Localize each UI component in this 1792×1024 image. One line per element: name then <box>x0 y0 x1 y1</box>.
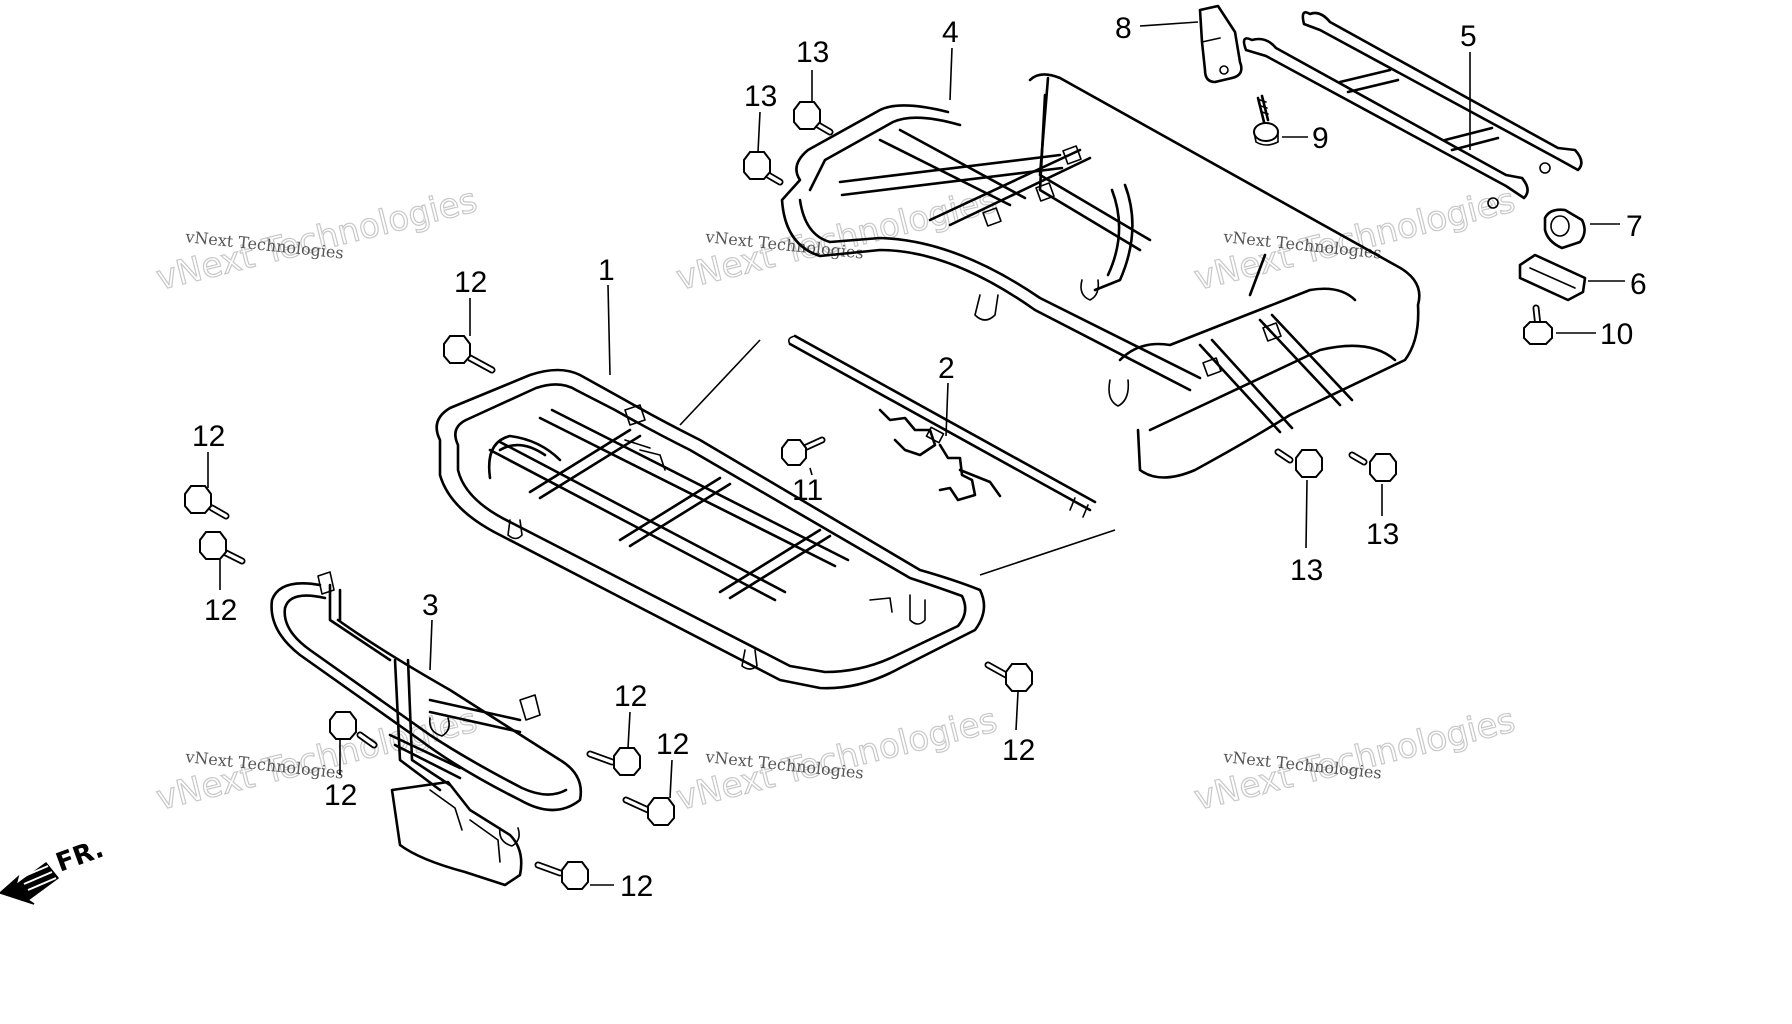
bracket-part-8 <box>1198 4 1243 84</box>
callout-12g: 12 <box>620 870 653 903</box>
bolt-13-a <box>793 101 834 136</box>
callout-12b: 12 <box>192 420 225 453</box>
callout-13d: 13 <box>1366 518 1399 551</box>
watermark-1: vNext Technologies vNext Technologies <box>152 180 482 299</box>
callout-12f: 12 <box>656 728 689 761</box>
callout-12c: 12 <box>204 594 237 627</box>
assembly-leader-lines <box>679 339 1116 576</box>
callout-9: 9 <box>1312 122 1329 155</box>
front-direction-indicator: FR. <box>0 834 108 905</box>
bolt-12-d <box>329 711 378 749</box>
bolt-12-b <box>184 485 230 520</box>
front-carrier-part-1 <box>435 368 986 690</box>
callout-4: 4 <box>942 16 959 49</box>
callout-8: 8 <box>1115 12 1132 45</box>
watermark-6: vNext Technologies vNext Technologies <box>1190 700 1520 819</box>
bolt-12-c <box>199 531 246 565</box>
rod-part-2 <box>788 334 1097 518</box>
callout-12a: 12 <box>454 266 487 299</box>
bolt-12-e <box>586 747 641 776</box>
callout-leaders <box>207 21 1625 886</box>
callout-6: 6 <box>1630 268 1647 301</box>
callout-7: 7 <box>1626 210 1643 243</box>
bolt-12-a <box>443 335 496 374</box>
watermark-5: vNext Technologies vNext Technologies <box>672 700 1002 819</box>
watermark-group: vNext Technologies vNext Technologies vN… <box>152 180 1520 819</box>
collar-part-7 <box>1543 208 1586 250</box>
bolt-12-f <box>622 796 675 826</box>
front-arrow-icon <box>0 861 60 905</box>
watermark-3: vNext Technologies vNext Technologies <box>1190 180 1520 299</box>
callout-11: 11 <box>792 474 823 507</box>
bolt-part-11 <box>781 436 826 466</box>
clip-part-6 <box>1518 253 1587 302</box>
front-guard-part-3 <box>270 571 583 887</box>
bolt-13-b <box>743 151 784 186</box>
callout-labels: 1 2 3 4 5 6 7 8 9 10 11 12 12 12 12 12 1… <box>192 12 1647 903</box>
callout-5: 5 <box>1460 20 1477 53</box>
bolt-13-d <box>1348 451 1397 482</box>
watermark-4: vNext Technologies vNext Technologies <box>152 700 482 819</box>
callout-13a: 13 <box>796 36 829 69</box>
callout-13b: 13 <box>744 80 777 113</box>
callout-12d: 12 <box>324 779 357 812</box>
front-direction-label: FR. <box>52 834 107 879</box>
callout-13c: 13 <box>1290 554 1323 587</box>
watermark-2: vNext Technologies vNext Technologies <box>672 180 1002 299</box>
bolt-12-h <box>984 661 1033 692</box>
callout-10: 10 <box>1600 318 1633 351</box>
rear-carrier-part-4 <box>780 73 1421 479</box>
callout-2: 2 <box>938 352 955 385</box>
bolt-12-g <box>534 861 589 890</box>
bolt-13-c <box>1274 448 1323 478</box>
callout-3: 3 <box>422 589 439 622</box>
callout-12e: 12 <box>614 680 647 713</box>
callout-12h: 12 <box>1002 734 1035 767</box>
screw-part-9 <box>1253 94 1279 146</box>
callout-1: 1 <box>598 254 615 287</box>
stay-part-5 <box>1242 11 1583 209</box>
bolt-part-10 <box>1523 304 1553 345</box>
